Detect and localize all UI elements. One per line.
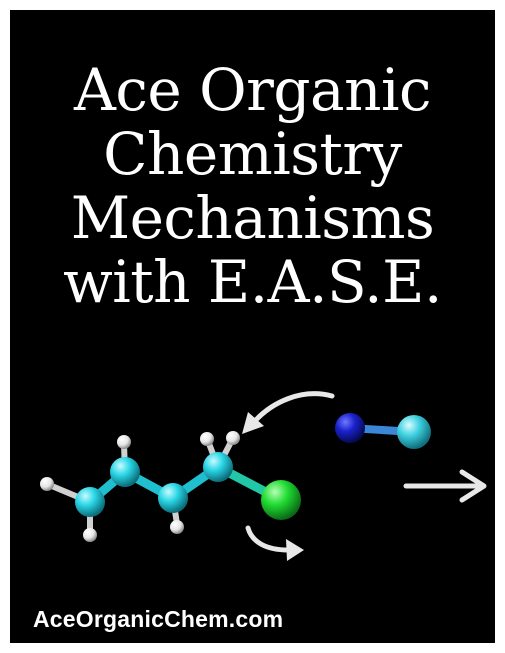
nucleophile-molecule xyxy=(335,413,431,449)
title-line-1: Ace Organic xyxy=(74,56,432,124)
carbon-atoms xyxy=(75,452,233,517)
leaving-group-atom xyxy=(261,480,301,520)
reaction-arrow-icon xyxy=(403,469,487,503)
hydrogen-atoms xyxy=(40,431,240,542)
curved-arrow-icon xyxy=(245,525,304,561)
title-line-4: with E.A.S.E. xyxy=(63,248,442,316)
title-line-2: Chemistry xyxy=(103,120,402,188)
curved-arrow-icon xyxy=(242,391,335,434)
title-line-3: Mechanisms xyxy=(70,184,435,252)
molecule-illustration xyxy=(40,391,487,561)
website-url: AceOrganicChem.com xyxy=(33,606,284,632)
cover-title: Ace Organic Chemistry Mechanisms with E.… xyxy=(10,58,495,314)
book-cover: Ace Organic Chemistry Mechanisms with E.… xyxy=(10,10,495,643)
